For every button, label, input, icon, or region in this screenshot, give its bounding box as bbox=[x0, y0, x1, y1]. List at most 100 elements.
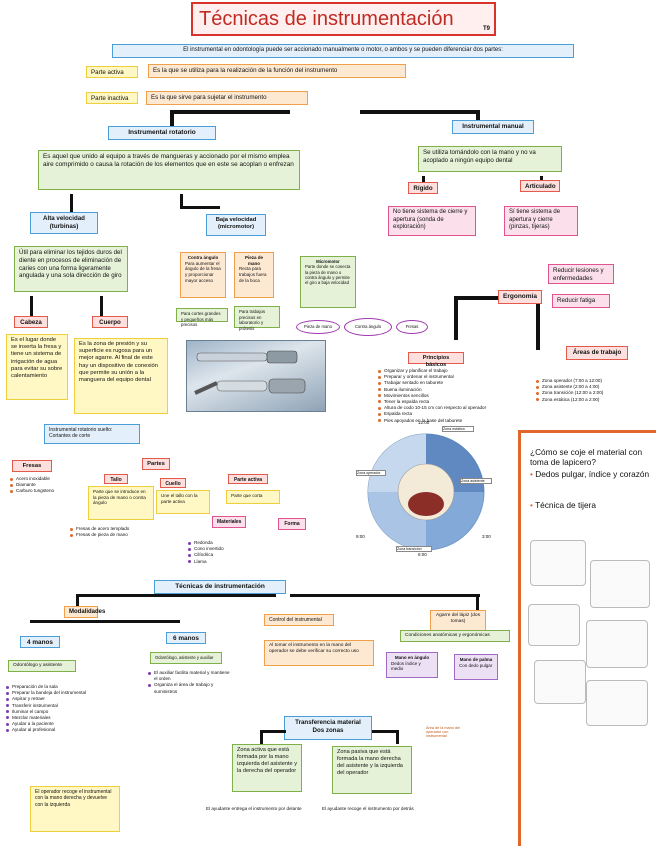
list-item: Buena iluminación bbox=[378, 387, 506, 393]
connector bbox=[30, 296, 33, 316]
grip-a-title: Mano en ángulo bbox=[394, 655, 430, 660]
control-title: Control del instrumental bbox=[264, 614, 334, 626]
drills-list: Acero inoxidable Diamante Carburo tungst… bbox=[10, 476, 80, 495]
clock-label: 6:00 bbox=[418, 552, 427, 557]
high-speed-title: Alta velocidad (turbinas) bbox=[30, 212, 98, 234]
list-item: Aspirar y retraer bbox=[6, 696, 136, 702]
work-areas-title: Áreas de trabajo bbox=[566, 346, 628, 360]
high-speed-text: Útil para eliminar los tejidos duros del… bbox=[14, 246, 128, 292]
neck-title: Cuello bbox=[160, 478, 186, 488]
list-item: Cilíndrica bbox=[188, 552, 268, 558]
clock-label: 3:00 bbox=[482, 534, 491, 539]
oval-handpiece-text: Pieza de mano bbox=[304, 324, 332, 329]
handpiece-photo bbox=[186, 340, 326, 412]
materials-box: Materiales bbox=[212, 516, 246, 528]
clock-label: 9:00 bbox=[356, 534, 365, 539]
title-box: Técnicas de instrumentación T9 bbox=[191, 2, 496, 36]
oval-contra: Contra ángulo bbox=[344, 318, 392, 336]
list-item: El auxiliar facilita material y mantiene… bbox=[148, 670, 230, 682]
connector bbox=[70, 194, 73, 212]
four-hand: 4 manos bbox=[20, 636, 60, 648]
list-item: Zona transición (12:00 a 2:00) bbox=[536, 390, 648, 396]
grip-a: Mano en ángulo Dedos índice y medio bbox=[386, 652, 438, 678]
connector bbox=[76, 594, 79, 606]
handpiece-drawing bbox=[194, 350, 306, 395]
straight-title: Pieza de mano bbox=[244, 255, 263, 266]
bullet-icon: • bbox=[530, 469, 533, 479]
hand-sketch bbox=[586, 680, 648, 726]
list-item: Zona operador (7:00 a 12:00) bbox=[536, 378, 648, 384]
list-item: Redonda bbox=[188, 540, 268, 546]
title-tag: T9 bbox=[482, 26, 490, 32]
parts-title: Partes bbox=[142, 458, 170, 470]
list-item: Preparar la bandeja del instrumental bbox=[6, 690, 136, 696]
drills-title: Fresas bbox=[12, 460, 52, 472]
shape-box: Forma bbox=[278, 518, 306, 530]
ergonomics-title: Ergonomía bbox=[498, 290, 542, 304]
contra-box: Contra ángulo Para aumentar el ángulo de… bbox=[180, 252, 226, 298]
intro-text: El instrumental en odontología puede ser… bbox=[183, 47, 503, 53]
rigid-title: Rígido bbox=[408, 182, 438, 194]
neck-text: Une el tallo con la parte activa bbox=[156, 490, 210, 514]
grip-sub: Condiciones anatómicas y ergonómicas bbox=[400, 630, 510, 642]
body-title: Cuerpo bbox=[92, 316, 128, 328]
instruments-title: Instrumental rotatorio suelto: Cortantes… bbox=[44, 424, 140, 444]
list-item: Acero inoxidable bbox=[10, 476, 80, 482]
inactive-text: Es la que sirve para sujetar el instrume… bbox=[146, 91, 308, 105]
zone-passive-note: El ayudante recoge el instrumento por de… bbox=[322, 806, 414, 811]
micromotor-title: Micromotor bbox=[316, 259, 340, 264]
grip-technique-row: • Técnica de tijera bbox=[530, 500, 654, 510]
connector bbox=[170, 110, 174, 126]
list-item: Llama bbox=[188, 559, 268, 565]
transfer-sub: Dos zonas bbox=[312, 726, 344, 734]
zone-passive: Zona pasiva que está formada la mano der… bbox=[332, 746, 412, 794]
list-item: Espalda recta bbox=[378, 411, 506, 417]
oval-contra-text: Contra ángulo bbox=[354, 324, 382, 329]
grip-b-text: Con dedo pulgar bbox=[459, 662, 493, 668]
list-item: Altura de codo 10-15 cm con respecto al … bbox=[378, 405, 506, 411]
goal-reduce-injuries: Reducir lesiones y enfermedades bbox=[548, 264, 614, 284]
shank-text: Parte que se introduce en la pieza de ma… bbox=[88, 486, 154, 520]
active-label: Parte activa bbox=[86, 66, 138, 78]
oval-drills-text: Fresas bbox=[405, 324, 419, 329]
rotary-definition: Es aquel que unido al equipo a través de… bbox=[38, 150, 300, 190]
inactive-label: Parte inactiva bbox=[86, 92, 138, 104]
oval-drills: Fresas bbox=[396, 320, 428, 334]
connector bbox=[290, 594, 480, 597]
clock-zone: Zona transición bbox=[396, 546, 432, 552]
hand-sketch bbox=[534, 660, 586, 704]
techniques-title: Técnicas de instrumentación bbox=[154, 580, 286, 594]
clock-diagram: 12:00 3:00 6:00 9:00 Zona estática Zona … bbox=[356, 420, 496, 560]
head-title: Cabeza bbox=[14, 316, 48, 328]
list-item: Ayudar a la paciente bbox=[6, 721, 136, 727]
transfer-title: Transferencia material Dos zonas bbox=[284, 716, 372, 740]
control-text: Al tomar el instrumento en la mano del o… bbox=[264, 640, 374, 666]
list-item: Carburo tungsteno bbox=[10, 488, 80, 494]
clock-svg bbox=[367, 433, 485, 551]
connector bbox=[360, 110, 480, 114]
note-left: Para cortes grandes y pequeños más preci… bbox=[176, 308, 228, 327]
connector bbox=[454, 296, 498, 300]
connector bbox=[30, 620, 180, 623]
four-sub: Odontólogo y asistente bbox=[8, 660, 76, 672]
connector bbox=[180, 206, 220, 209]
straight-text: Recta para trabajos fuera de la boca bbox=[239, 266, 267, 283]
connector bbox=[454, 296, 458, 340]
active-part-text: Parte que corta bbox=[226, 490, 280, 504]
clock-zone: Zona operador bbox=[356, 470, 386, 476]
list-item: Preparar y ordenar el instrumental bbox=[378, 374, 506, 380]
clock-zone: Zona estática bbox=[442, 426, 474, 432]
shape-list: Redonda Cono invertido Cilíndrica Llama bbox=[188, 540, 268, 565]
six-hand: 6 manos bbox=[166, 632, 206, 644]
grip-title: Agarre del lápiz (dos tomas) bbox=[430, 610, 486, 632]
list-item: Cono invertido bbox=[188, 546, 268, 552]
manual-definition: Se utiliza tomándolo con la mano y no va… bbox=[418, 146, 562, 172]
body-text: Es la zona de presión y su superficie es… bbox=[74, 338, 168, 414]
list-item: Tener la espalda recta bbox=[378, 399, 506, 405]
connector bbox=[476, 110, 480, 122]
connector bbox=[260, 730, 286, 733]
divider bbox=[518, 430, 521, 846]
grip-answer: Dedos pulgar, índice y corazón bbox=[535, 469, 650, 479]
hand-sketch bbox=[530, 540, 586, 586]
articulated-title: Articulado bbox=[520, 180, 560, 192]
